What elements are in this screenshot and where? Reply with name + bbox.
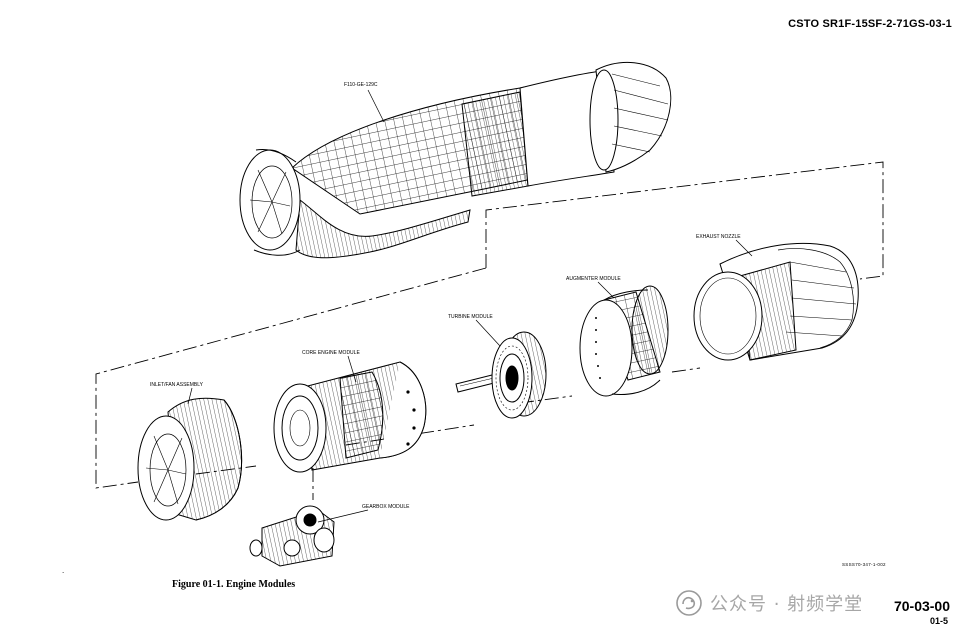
label-augmenter-module: AUGMENTER MODULE xyxy=(566,276,621,282)
page-subnumber: 01-5 xyxy=(929,616,948,626)
leader-lines xyxy=(187,89,753,523)
engine-accessory-plumbing xyxy=(295,199,471,259)
core-engine-module xyxy=(273,361,427,473)
turbine-module xyxy=(455,331,547,419)
engine-turbine-band xyxy=(461,91,529,197)
watermark: 公众号 · 射频学堂 xyxy=(676,590,863,616)
label-engine: F110-GE-129C xyxy=(344,82,378,88)
assembled-engine-f110 xyxy=(239,61,672,259)
label-inlet-fan-assembly: INLET/FAN ASSEMBLY xyxy=(150,382,204,388)
label-gearbox-module: GEARBOX MODULE xyxy=(362,504,410,510)
stray-mark: . xyxy=(62,566,65,575)
document-number-header: CSTO SR1F-15SF-2-71GS-03-1 xyxy=(788,18,952,30)
label-core-engine-module: CORE ENGINE MODULE xyxy=(302,350,360,356)
engine-fan-inlet xyxy=(239,149,301,251)
exhaust-nozzle-module xyxy=(693,242,859,361)
wechat-icon xyxy=(676,590,702,616)
label-turbine-module: TURBINE MODULE xyxy=(448,314,493,320)
augmenter-module xyxy=(579,285,669,397)
gearbox-module xyxy=(249,505,335,567)
label-exhaust-nozzle: EXHAUST NOZZLE xyxy=(696,234,741,240)
figure-caption: Figure 01-1. Engine Modules xyxy=(172,579,296,590)
watermark-text: 公众号 · 射频学堂 xyxy=(710,594,864,615)
art-number: SSSS70-347-1-002 xyxy=(842,562,886,567)
inlet-fan-assembly xyxy=(137,397,243,521)
engine-augmenter-duct xyxy=(519,69,615,187)
page-number: 70-03-00 xyxy=(893,598,950,614)
